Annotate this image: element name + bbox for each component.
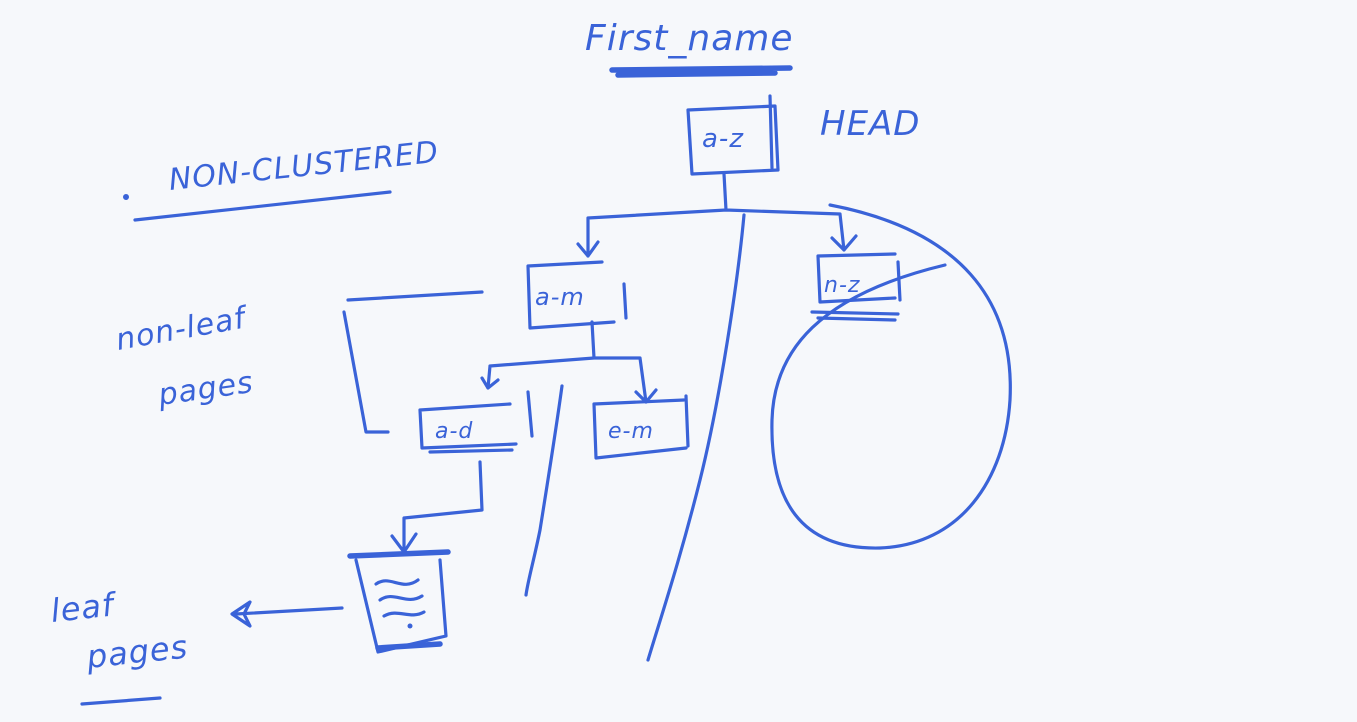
non-leaf-label-line1: non-leaf: [113, 300, 251, 358]
level1-connector: [480, 320, 658, 404]
subtree-loop: [770, 203, 1012, 550]
level2-right-node-label: e-m: [608, 419, 654, 444]
vertical-stroke-left: [524, 384, 564, 597]
diagram-title: First_name: [585, 18, 793, 59]
root-node-label: a-z: [702, 124, 744, 154]
heading-underline: [133, 190, 392, 222]
level1-right-node-label: n-z: [824, 273, 860, 298]
leaf-label-line1: leaf: [49, 585, 120, 630]
heading-label: NON-CLUSTERED: [167, 135, 440, 198]
non-leaf-label-line2: pages: [155, 365, 255, 413]
leaf-connector: [390, 460, 484, 554]
root-connector: [576, 172, 858, 258]
vertical-stroke-right: [646, 213, 746, 662]
level2-right-node: e-m: [592, 394, 690, 460]
head-label: HEAD: [820, 104, 921, 144]
level1-left-node: a-m: [526, 260, 628, 330]
leaf-page-icon: [347, 549, 451, 654]
heading-bullet: [123, 194, 129, 200]
level1-right-node: n-z: [810, 252, 902, 322]
level2-left-node-label: a-d: [435, 419, 473, 444]
level2-left-node: a-d: [418, 390, 534, 454]
leaf-arrow: [230, 600, 344, 628]
non-leaf-bracket: [342, 290, 484, 434]
root-node: a-z: [686, 94, 780, 176]
leaf-label-line2: pages: [84, 628, 190, 677]
title-underline: [609, 65, 793, 78]
leaf-label-underline: [80, 696, 162, 706]
level1-left-node-label: a-m: [535, 283, 585, 311]
